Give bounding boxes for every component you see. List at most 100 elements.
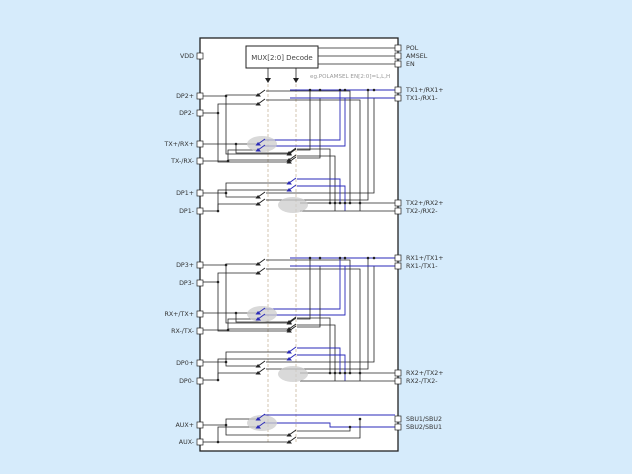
junction-dot bbox=[224, 94, 228, 98]
junction-dot bbox=[333, 371, 337, 375]
junction-dot bbox=[333, 201, 337, 205]
wire bbox=[297, 258, 311, 320]
pin-label-en: EN bbox=[406, 61, 415, 68]
pin-label-dp0: DP0+ bbox=[176, 360, 194, 367]
junction-dot bbox=[358, 371, 362, 375]
switch-contact bbox=[286, 350, 292, 354]
junction-dot bbox=[338, 201, 342, 205]
active-switch-highlight bbox=[247, 136, 277, 152]
switch-blade bbox=[257, 307, 266, 314]
switch bbox=[255, 267, 266, 275]
active-switch-highlight bbox=[247, 306, 277, 322]
switch-contact bbox=[286, 320, 292, 324]
wire bbox=[225, 193, 258, 198]
pin-label-tx2-rx2: TX2-/RX2- bbox=[405, 208, 438, 215]
chip-body bbox=[199, 37, 399, 452]
pin-label-dp1: DP1- bbox=[179, 208, 194, 215]
junction-dot bbox=[226, 159, 230, 163]
wire bbox=[225, 425, 289, 436]
pin-label-tx-rx: TX+/RX+ bbox=[163, 141, 194, 148]
pin-dp2 bbox=[196, 92, 204, 100]
switch-active bbox=[255, 421, 266, 429]
switch-contact bbox=[255, 371, 261, 375]
junction-dot bbox=[234, 142, 238, 146]
switch-contact bbox=[255, 93, 261, 97]
switch-active bbox=[255, 138, 266, 146]
switch-blade bbox=[257, 360, 266, 367]
junction-dot bbox=[318, 88, 322, 92]
switch-blade bbox=[257, 191, 266, 198]
wire bbox=[235, 144, 289, 154]
junction-dot bbox=[372, 88, 376, 92]
pin-label-tx1-rx1: TX1-/RX1- bbox=[405, 95, 438, 102]
wire bbox=[297, 324, 336, 381]
switch-active bbox=[255, 144, 266, 152]
pin-layer bbox=[196, 44, 402, 446]
wire bbox=[217, 103, 258, 113]
control-arrows bbox=[265, 78, 299, 83]
pin-label-vdd: VDD bbox=[180, 53, 194, 60]
switch bbox=[255, 191, 266, 199]
wire bbox=[266, 99, 361, 211]
switch-contact bbox=[286, 181, 292, 185]
switch-contact bbox=[255, 195, 261, 199]
pin-label-sbu2-sbu1: SBU2/SBU1 bbox=[406, 424, 442, 431]
switch-contact bbox=[286, 329, 292, 333]
pin-label-dp1: DP1+ bbox=[176, 190, 194, 197]
wire bbox=[266, 266, 375, 363]
switch-blade bbox=[288, 346, 297, 353]
switch bbox=[255, 258, 266, 266]
junction-dot bbox=[216, 209, 220, 213]
switch-contact bbox=[255, 262, 261, 266]
junction-dot bbox=[338, 256, 342, 260]
pin-amsel bbox=[394, 52, 402, 60]
pin-pol bbox=[394, 44, 402, 52]
wire bbox=[297, 419, 361, 439]
pin-rx-tx bbox=[196, 327, 204, 335]
junction-dot bbox=[358, 201, 362, 205]
wire bbox=[217, 426, 258, 442]
active-path bbox=[264, 258, 341, 310]
junction-dot bbox=[338, 88, 342, 92]
junction-dot bbox=[366, 256, 370, 260]
pin-rx1-tx1 bbox=[394, 254, 402, 262]
junction-dot bbox=[224, 191, 228, 195]
switch bbox=[286, 154, 297, 162]
pin-label-sbu1-sbu2: SBU1/SBU2 bbox=[406, 416, 442, 423]
pin-label-rx1-tx1: RX1-/TX1- bbox=[406, 263, 438, 270]
wire bbox=[225, 418, 258, 425]
pin-dp1 bbox=[196, 207, 204, 215]
pin-dp3 bbox=[196, 279, 204, 287]
switch-blade bbox=[288, 436, 297, 443]
junction-dot bbox=[348, 201, 352, 205]
switch-contact bbox=[286, 188, 292, 192]
switch-contact bbox=[286, 160, 292, 164]
pin-label-rx2-tx2: RX2-/TX2- bbox=[406, 378, 438, 385]
switch-blade bbox=[288, 353, 297, 360]
switch-active bbox=[255, 313, 266, 321]
switch-blade bbox=[288, 154, 297, 161]
pin-rx-tx bbox=[196, 310, 204, 318]
switch-blade bbox=[288, 316, 297, 323]
switch bbox=[255, 360, 266, 368]
wire bbox=[266, 98, 375, 194]
pin-label-amsel: AMSEL bbox=[406, 53, 428, 60]
switch-contact bbox=[286, 327, 292, 331]
mux-example-note: eg.POLAMSEL EN[2:0]=L,L,H bbox=[310, 74, 390, 80]
wire bbox=[297, 98, 321, 159]
junction-dot bbox=[343, 88, 347, 92]
active-path bbox=[297, 347, 341, 373]
pin-aux bbox=[196, 438, 204, 446]
junction-dot bbox=[308, 256, 312, 260]
switch-contact bbox=[255, 142, 261, 146]
wire bbox=[266, 90, 351, 203]
pin-label-tx1-rx1: TX1+/RX1+ bbox=[405, 87, 444, 94]
pin-tx1-rx1 bbox=[394, 94, 402, 102]
switch bbox=[286, 436, 297, 444]
switch-contact bbox=[255, 311, 261, 315]
junction-dot bbox=[328, 201, 332, 205]
pin-label-rx-tx: RX-/TX- bbox=[171, 328, 194, 335]
switch bbox=[286, 147, 297, 155]
switch-contact bbox=[255, 417, 261, 421]
